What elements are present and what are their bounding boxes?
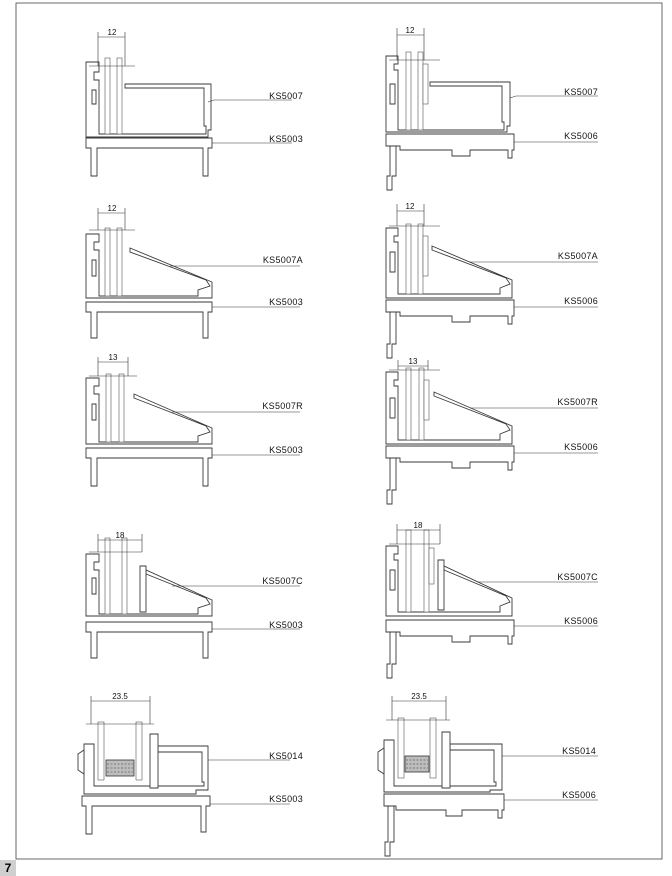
label-bottom: KS5003 bbox=[269, 794, 303, 804]
dimension-label: 23.5 bbox=[411, 692, 427, 701]
bottom-profile bbox=[85, 137, 213, 177]
label-top: KS5007C bbox=[262, 576, 303, 586]
glass-pane bbox=[405, 223, 429, 295]
label-bottom: KS5006 bbox=[564, 296, 598, 306]
label-bottom: KS5003 bbox=[269, 445, 303, 455]
label-top: KS5007R bbox=[262, 401, 303, 411]
label-bottom: KS5006 bbox=[564, 442, 598, 452]
top-profile bbox=[385, 55, 511, 133]
dimension-label: 23.5 bbox=[112, 692, 128, 701]
drawing-4: 12 KS5007A KS5006 bbox=[385, 202, 598, 359]
drawing-6: 13 KS5007R KS5006 bbox=[385, 357, 598, 505]
top-profile bbox=[85, 233, 213, 299]
label-top: KS5007R bbox=[557, 397, 598, 407]
label-bottom: KS5003 bbox=[269, 297, 303, 307]
drawing-8: 18 KS5007C KS5006 bbox=[385, 521, 598, 679]
dimension: 12 bbox=[97, 204, 126, 230]
dimension-label: 12 bbox=[108, 28, 117, 37]
dimension: 12 bbox=[97, 28, 126, 66]
drawing-3: 12 KS5007A KS5003 bbox=[85, 204, 303, 339]
top-profile bbox=[377, 731, 503, 793]
label-top: KS5007 bbox=[269, 91, 303, 101]
glass-pane bbox=[405, 51, 429, 131]
glass-pane bbox=[405, 529, 435, 613]
top-profile bbox=[385, 371, 513, 445]
glass-pane bbox=[105, 373, 125, 443]
spacer-bar bbox=[105, 759, 135, 777]
top-profile bbox=[85, 377, 213, 445]
glass-unit bbox=[97, 721, 143, 781]
bottom-profile bbox=[85, 621, 213, 659]
bottom-profile bbox=[383, 793, 505, 857]
label-top: KS5007 bbox=[564, 87, 598, 97]
label-top: KS5007A bbox=[558, 251, 598, 261]
label-bottom: KS5006 bbox=[562, 790, 596, 800]
drawing-10: 23.5 KS5014 KS5006 bbox=[377, 692, 598, 857]
glass-pane bbox=[405, 367, 430, 441]
glass-unit bbox=[397, 717, 437, 779]
dimension: 12 bbox=[396, 26, 425, 60]
dimension-label: 18 bbox=[414, 521, 423, 530]
top-profile bbox=[85, 553, 213, 617]
page-number: 7 bbox=[0, 860, 16, 876]
dimension-label: 12 bbox=[406, 26, 415, 35]
top-profile bbox=[77, 733, 209, 795]
dimension-label: 13 bbox=[409, 357, 418, 366]
label-bottom: KS5003 bbox=[269, 134, 303, 144]
dimension: 23.5 bbox=[391, 692, 447, 720]
drawing-9: 23.5 KS5014 KS5003 bbox=[77, 692, 303, 835]
glass-pane bbox=[104, 537, 128, 615]
dimension-label: 12 bbox=[108, 204, 117, 213]
drawing-2: 12 KS5007 KS5006 bbox=[385, 26, 598, 191]
dimension: 23.5 bbox=[90, 692, 151, 724]
label-top: KS5007A bbox=[263, 255, 303, 265]
label-bottom: KS5003 bbox=[269, 620, 303, 630]
label-top: KS5014 bbox=[562, 746, 596, 756]
bottom-profile bbox=[385, 445, 515, 505]
label-top: KS5014 bbox=[269, 751, 303, 761]
top-profile bbox=[385, 227, 513, 299]
top-profile bbox=[385, 545, 513, 617]
bottom-profile bbox=[85, 301, 213, 339]
label-top: KS5007C bbox=[557, 572, 598, 582]
dimension: 13 bbox=[397, 357, 429, 370]
drawing-7: 18 KS5007C KS5003 bbox=[85, 531, 303, 659]
label-bottom: KS5006 bbox=[564, 616, 598, 626]
dimension: 18 bbox=[396, 521, 441, 544]
bottom-profile bbox=[385, 619, 515, 679]
bottom-profile bbox=[385, 133, 515, 191]
dimension: 12 bbox=[396, 202, 425, 226]
sheet-border bbox=[15, 2, 663, 860]
dimension: 13 bbox=[97, 353, 129, 376]
drawing-1: 12 KS5007 KS5003 bbox=[85, 28, 303, 177]
dimension-label: 13 bbox=[109, 353, 118, 362]
bottom-profile bbox=[81, 795, 211, 835]
glass-pane bbox=[104, 57, 123, 135]
bottom-profile bbox=[85, 447, 213, 487]
dimension-label: 18 bbox=[116, 531, 125, 540]
label-bottom: KS5006 bbox=[564, 131, 598, 141]
bottom-profile bbox=[385, 299, 515, 359]
top-profile bbox=[85, 61, 212, 138]
drawing-5: 13 KS5007R KS5003 bbox=[85, 353, 303, 487]
dimension: 18 bbox=[97, 531, 143, 552]
dimension-label: 12 bbox=[406, 202, 415, 211]
glass-pane bbox=[104, 227, 123, 297]
